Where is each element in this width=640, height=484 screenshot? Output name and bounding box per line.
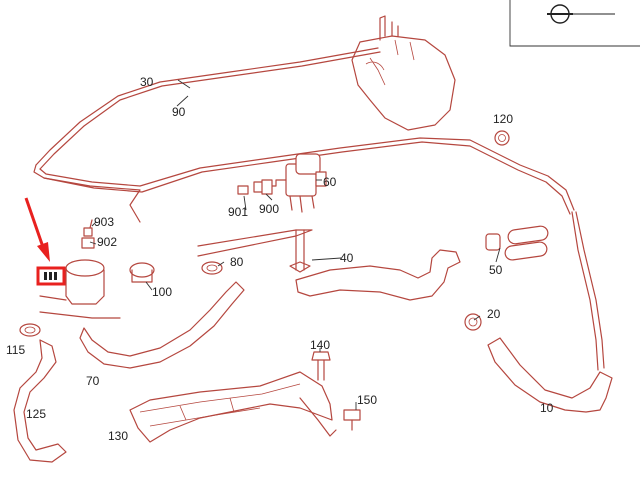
pipe-90 <box>33 137 575 223</box>
heat-shield-130 <box>129 371 337 443</box>
leader-lines <box>89 79 501 410</box>
callout-100: 100 <box>152 285 172 299</box>
callout-20: 20 <box>487 307 501 321</box>
callout-40: 40 <box>340 251 354 265</box>
bolt-150 <box>343 409 361 431</box>
hose-10 <box>487 211 613 413</box>
callout-901: 901 <box>228 205 248 219</box>
hose-50 <box>485 225 549 261</box>
hose-40 <box>295 249 461 301</box>
bolt-140 <box>311 351 331 381</box>
red-arrow-icon <box>24 197 50 262</box>
inset-frame <box>509 0 640 47</box>
crossed-circle-icon <box>547 4 615 24</box>
callout-900: 900 <box>259 202 279 216</box>
callout-60: 60 <box>323 175 337 189</box>
callout-30: 30 <box>140 75 154 89</box>
callout-903: 903 <box>94 215 114 229</box>
callout-10: 10 <box>540 401 554 415</box>
clamp-100 <box>129 262 155 283</box>
callout-902: 902 <box>97 235 117 249</box>
callout-50: 50 <box>489 263 503 277</box>
callout-70: 70 <box>86 374 100 388</box>
callout-120: 120 <box>493 112 513 126</box>
callout-150: 150 <box>357 393 377 407</box>
highlight-marker-icon <box>36 266 66 286</box>
hose-70 <box>79 281 245 369</box>
air-pump <box>39 219 121 319</box>
callout-125: 125 <box>26 407 46 421</box>
callout-130: 130 <box>108 429 128 443</box>
hose-125 <box>13 339 67 463</box>
callout-80: 80 <box>230 255 244 269</box>
callout-90: 90 <box>172 105 186 119</box>
pipe-frame-60 <box>197 229 313 273</box>
connector-901 <box>237 185 249 195</box>
pipe-30 <box>35 47 381 170</box>
clamp-120 <box>494 130 510 146</box>
hose-115 <box>19 323 41 337</box>
callout-115: 115 <box>6 343 25 357</box>
reservoir <box>351 15 456 131</box>
callout-140: 140 <box>310 338 330 352</box>
callout-labels: 30 90 120 60 901 900 903 902 40 80 50 10… <box>6 75 554 443</box>
connector-900 <box>261 179 273 195</box>
clamp-80 <box>201 261 223 275</box>
